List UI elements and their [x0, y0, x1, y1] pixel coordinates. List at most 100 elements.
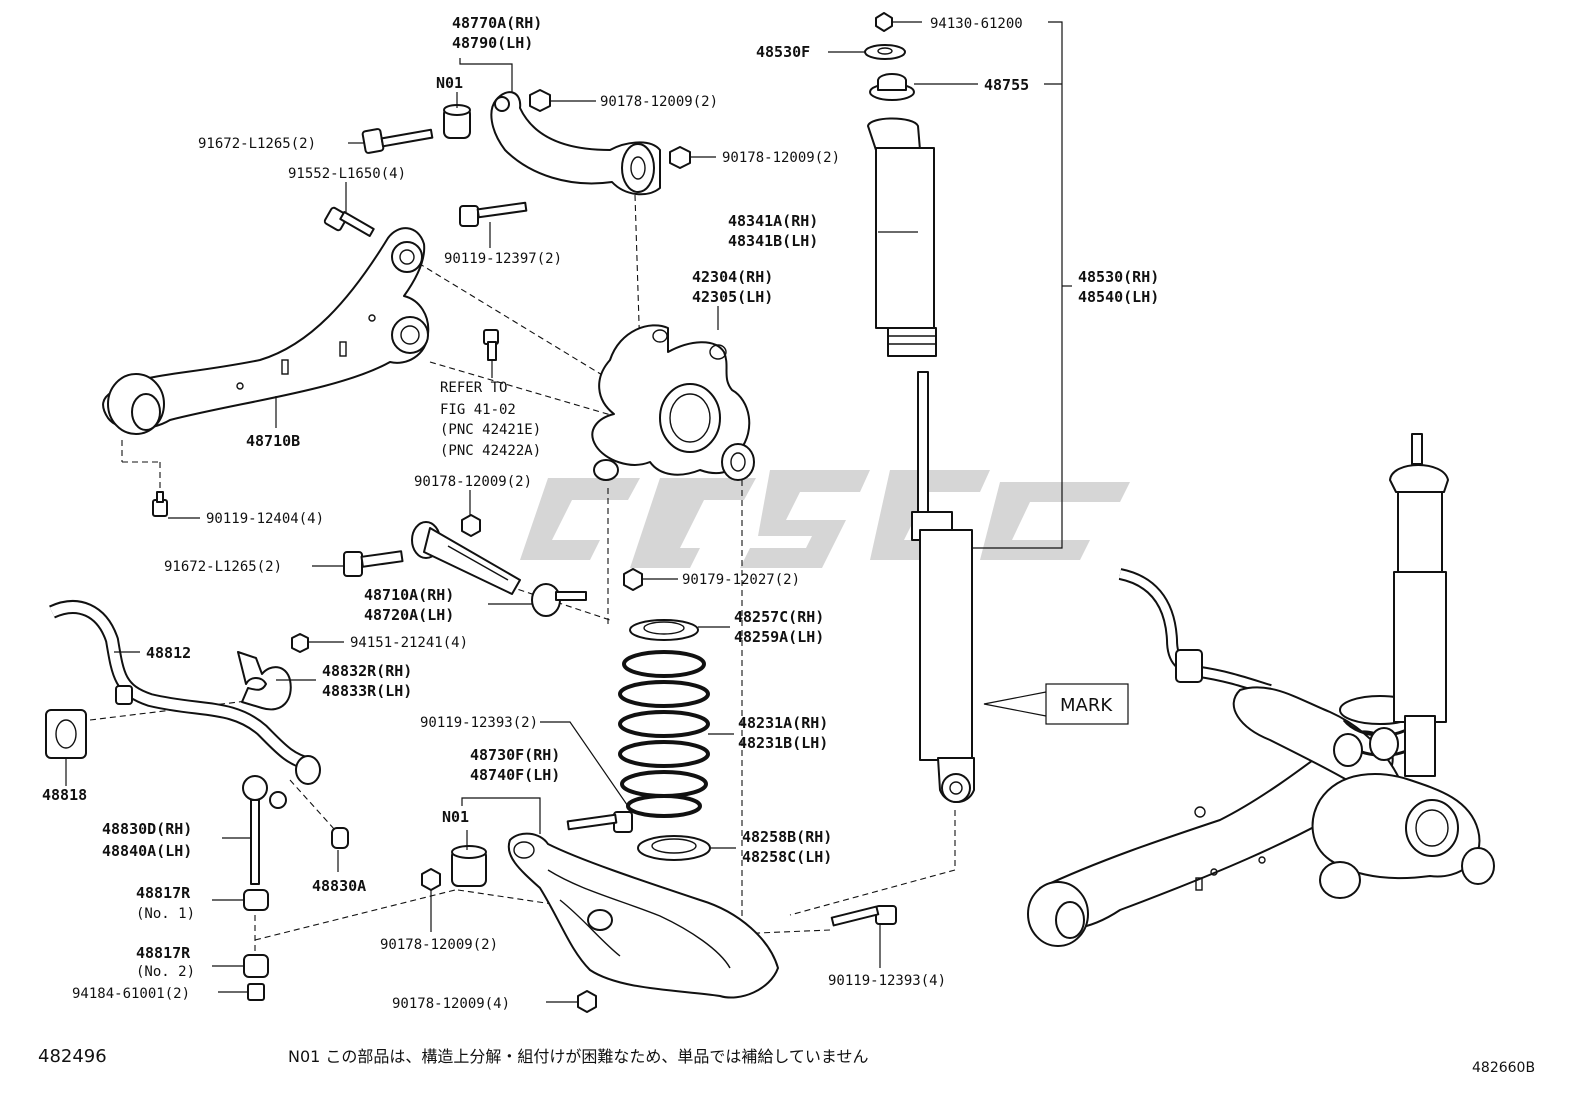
footer-note: N01 この部品は、構造上分解・組付けが困難なため、単品では補給していません — [288, 1047, 868, 1066]
bolt-91672-top — [361, 128, 434, 154]
bolt-90119-12393a — [566, 811, 633, 833]
coil-spring — [618, 650, 710, 818]
lower-control-arm — [507, 832, 779, 999]
support-48755 — [869, 73, 915, 101]
label-48540: 48540(LH) — [1078, 288, 1159, 306]
washer-48530F — [864, 44, 906, 60]
label-48710A: 48710A(RH) — [364, 586, 454, 604]
label-48812: 48812 — [146, 644, 191, 662]
label-refer-4: (PNC 42422A) — [440, 443, 541, 459]
footer-code-left: 482496 — [38, 1046, 107, 1067]
label-refer-3: (PNC 42421E) — [440, 422, 541, 438]
label-n01-top: N01 — [436, 74, 463, 92]
label-90178-c: 90178-12009(2) — [414, 474, 532, 490]
label-90119-12393b: 90119-12393(4) — [828, 973, 946, 989]
label-48530: 48530(RH) — [1078, 268, 1159, 286]
nut-90178-a — [529, 89, 551, 112]
label-48840A: 48840A(LH) — [102, 842, 192, 860]
label-no2: (No. 2) — [136, 964, 195, 980]
nut-90179 — [623, 568, 643, 591]
label-90179: 90179-12027(2) — [682, 572, 800, 588]
watermark-logo — [520, 470, 1130, 568]
assembled-suspension-view — [1027, 433, 1495, 947]
label-90178-e: 90178-12009(4) — [392, 996, 510, 1012]
label-48231A: 48231A(RH) — [738, 714, 828, 732]
label-48258B: 48258B(RH) — [742, 828, 832, 846]
bushing-48817R-no2 — [243, 954, 269, 978]
label-48830D: 48830D(RH) — [102, 820, 192, 838]
label-48832R: 48832R(RH) — [322, 662, 412, 680]
nut-90178-e — [577, 990, 597, 1013]
label-refer-1: REFER TO — [440, 380, 507, 396]
label-90178-d: 90178-12009(2) — [380, 937, 498, 953]
bracket-48832 — [237, 651, 292, 711]
bolt-90119-12393b — [830, 905, 897, 927]
label-91552: 91552-L1650(4) — [288, 166, 406, 182]
label-94184: 94184-61001(2) — [72, 986, 190, 1002]
label-48790: 48790(LH) — [452, 34, 533, 52]
label-42305: 42305(LH) — [692, 288, 773, 306]
label-48818: 48818 — [42, 786, 87, 804]
bolt-91552 — [323, 206, 375, 237]
label-48710B: 48710B — [246, 432, 300, 450]
nut-94130 — [875, 12, 893, 32]
label-90178-b: 90178-12009(2) — [722, 150, 840, 166]
label-48259A: 48259A(LH) — [734, 628, 824, 646]
part-labels: 48770A(RH) 48790(LH) N01 90178-12009(2) … — [42, 14, 1159, 1012]
label-48530F: 48530F — [756, 43, 810, 61]
bushing-n01-bottom — [451, 845, 487, 887]
bolt-refer-fig — [483, 329, 499, 361]
label-48341B: 48341B(LH) — [728, 232, 818, 250]
label-91672-b: 91672-L1265(2) — [164, 559, 282, 575]
footer: 482496 N01 この部品は、構造上分解・組付けが困難なため、単品では補給し… — [38, 1046, 1535, 1076]
label-48830A: 48830A — [312, 877, 366, 895]
nut-94151 — [291, 633, 309, 653]
nut-90178-d — [421, 868, 441, 891]
lateral-arm — [411, 521, 587, 617]
nut-94184 — [247, 983, 265, 1001]
bolt-90119-12397 — [459, 201, 528, 227]
upper-control-arm — [490, 91, 661, 196]
shock-absorber — [911, 371, 975, 803]
label-n01-bottom: N01 — [442, 808, 469, 826]
stabilizer-link — [242, 775, 287, 885]
label-48341A: 48341A(RH) — [728, 212, 818, 230]
label-48231B: 48231B(LH) — [738, 734, 828, 752]
label-48817R-1: 48817R — [136, 884, 191, 902]
label-91672-a: 91672-L1265(2) — [198, 136, 316, 152]
nut-90178-b — [669, 146, 691, 169]
label-90119-12393a: 90119-12393(2) — [420, 715, 538, 731]
upper-spring-seat — [629, 619, 699, 641]
lower-spring-seat — [637, 835, 711, 861]
label-refer-2: FIG 41-02 — [440, 402, 516, 418]
label-48258C: 48258C(LH) — [742, 848, 832, 866]
label-mark: MARK — [1060, 695, 1113, 716]
stabilizer-bar — [49, 600, 321, 785]
label-48755: 48755 — [984, 76, 1029, 94]
label-48720A: 48720A(LH) — [364, 606, 454, 624]
dust-boot — [867, 117, 937, 357]
label-42304: 42304(RH) — [692, 268, 773, 286]
label-90119-12397: 90119-12397(2) — [444, 251, 562, 267]
bolt-90119-12404 — [152, 491, 168, 517]
label-94151: 94151-21241(4) — [350, 635, 468, 651]
label-48740F: 48740F(LH) — [470, 766, 560, 784]
label-90119-12404: 90119-12404(4) — [206, 511, 324, 527]
label-48730F: 48730F(RH) — [470, 746, 560, 764]
label-no1: (No. 1) — [136, 906, 195, 922]
footer-code-right: 482660B — [1472, 1060, 1535, 1076]
steering-knuckle — [591, 324, 755, 481]
bushing-n01-top — [443, 104, 471, 139]
bolt-91672-bottom — [343, 550, 404, 577]
nut-90178-c — [461, 514, 481, 537]
label-48817R-2: 48817R — [136, 944, 191, 962]
bushing-48818 — [45, 709, 87, 759]
leader-lines — [65, 21, 1129, 1003]
bushing-48817R-no1 — [243, 889, 269, 911]
label-48833R: 48833R(LH) — [322, 682, 412, 700]
label-94130: 94130-61200 — [930, 16, 1023, 32]
bushing-48830A — [331, 827, 349, 849]
label-90178-a: 90178-12009(2) — [600, 94, 718, 110]
trailing-arm — [102, 227, 430, 435]
